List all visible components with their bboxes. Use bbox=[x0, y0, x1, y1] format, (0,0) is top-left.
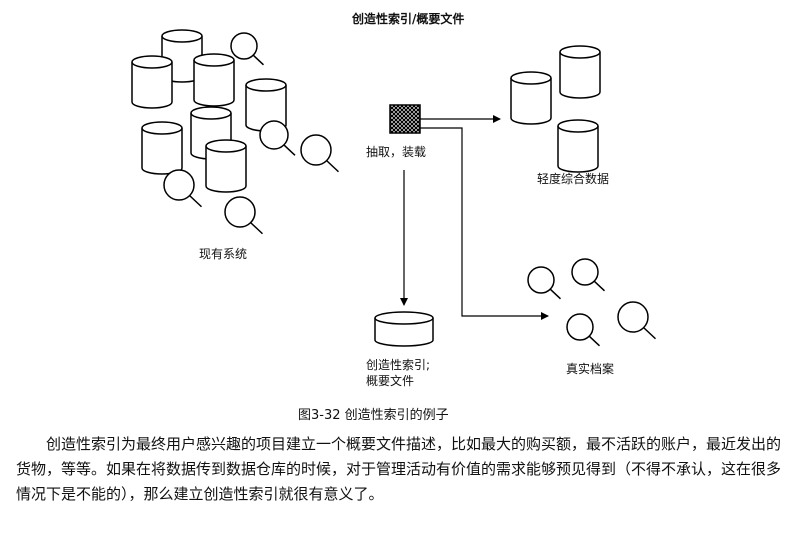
true-archive-label: 真实档案 bbox=[566, 362, 615, 376]
database-cylinder-icon bbox=[510, 71, 552, 125]
magnifier-icon bbox=[259, 120, 296, 156]
legacy-systems-label: 现有系统 bbox=[199, 247, 248, 261]
magnifier-icon bbox=[566, 313, 601, 347]
light-data-label: 轻度综合数据 bbox=[537, 172, 610, 186]
true-archive-cluster bbox=[527, 258, 657, 347]
magnifier-icon bbox=[163, 169, 203, 208]
database-cylinder-icon bbox=[557, 119, 599, 173]
body-paragraph: 创造性索引为最终用户感兴趣的项目建立一个概要文件描述，比如最大的购买额，最不活跃… bbox=[16, 435, 782, 503]
lightly-summarized-data-cluster bbox=[510, 45, 601, 173]
database-cylinder-icon bbox=[141, 121, 183, 175]
profile-file-label: 概要文件 bbox=[366, 374, 415, 388]
arrow-to-archive bbox=[420, 127, 549, 320]
magnifier-icon bbox=[230, 32, 265, 66]
database-cylinder-icon bbox=[245, 78, 287, 132]
diagram-title: 创造性索引/概要文件 bbox=[352, 12, 465, 26]
database-cylinder-icon bbox=[193, 53, 235, 107]
database-cylinder-icon bbox=[205, 139, 247, 193]
magnifier-icon bbox=[300, 134, 340, 173]
database-cylinder-icon bbox=[374, 311, 434, 347]
extract-load-label: 抽取，装载 bbox=[366, 145, 427, 159]
legacy-systems-cluster bbox=[131, 29, 340, 235]
diagram bbox=[131, 29, 657, 347]
database-cylinder-icon bbox=[131, 55, 173, 109]
extract-load-node-icon bbox=[389, 104, 421, 134]
magnifier-icon bbox=[571, 258, 606, 292]
creative-index-cylinder bbox=[374, 311, 434, 347]
figure-caption: 图3-32 创造性索引的例子 bbox=[298, 408, 449, 423]
creative-index-label: 创造性索引; bbox=[366, 358, 431, 372]
magnifier-icon bbox=[224, 196, 264, 235]
database-cylinder-icon bbox=[559, 45, 601, 99]
magnifier-icon bbox=[527, 266, 562, 300]
magnifier-icon bbox=[617, 301, 657, 340]
